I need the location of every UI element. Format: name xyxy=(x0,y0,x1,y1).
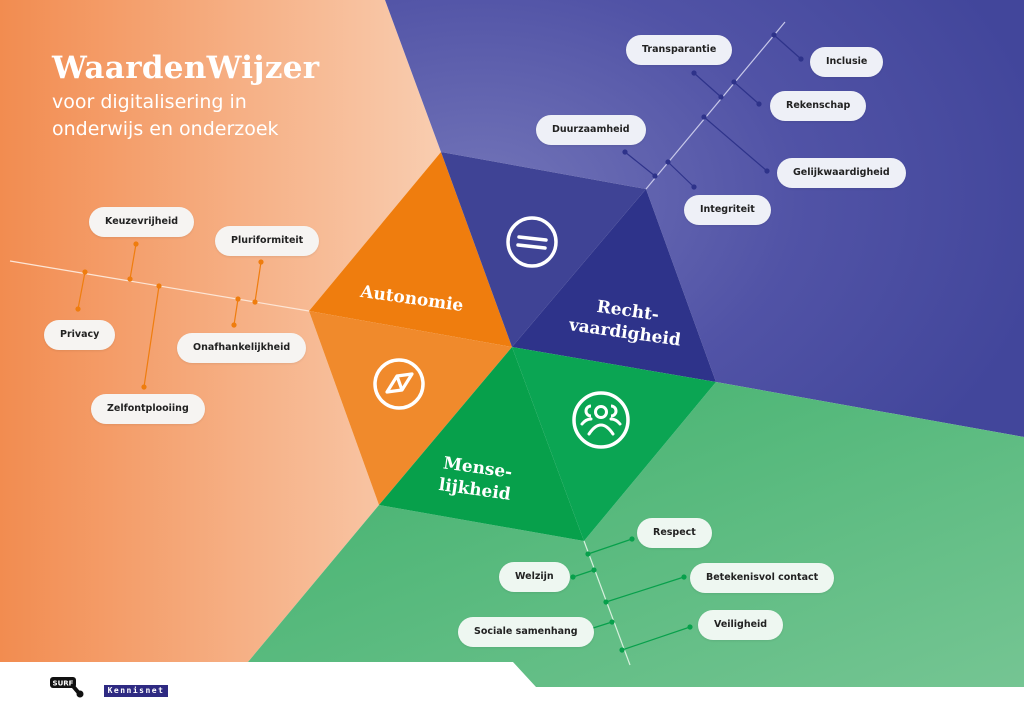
value-keuzevrijheid[interactable]: Keuzevrijheid xyxy=(89,207,195,237)
value-rekenschap[interactable]: Rekenschap xyxy=(770,91,867,121)
value-integriteit[interactable]: Integriteit xyxy=(684,195,771,225)
value-privacy[interactable]: Privacy xyxy=(44,320,116,350)
value-inclusie[interactable]: Inclusie xyxy=(810,47,884,77)
value-transparantie[interactable]: Transparantie xyxy=(626,35,733,65)
page-title: WaardenWijzer xyxy=(52,50,320,86)
surf-logo: SURF xyxy=(50,677,84,698)
value-gelijkwaardigheid[interactable]: Gelijkwaardigheid xyxy=(777,158,906,188)
page-subtitle: voor digitalisering in onderwijs en onde… xyxy=(52,91,279,140)
value-pluriformiteit[interactable]: Pluriformiteit xyxy=(215,226,320,256)
equals-icon xyxy=(506,216,558,268)
surf-logo-text: SURF xyxy=(53,680,74,688)
recht-connectors xyxy=(622,32,804,190)
compass-icon xyxy=(373,358,425,410)
hex-mens-left xyxy=(379,347,584,541)
hex-autonomie-bottom xyxy=(309,311,512,505)
value-sociale-samenhang[interactable]: Sociale samenhang xyxy=(458,617,594,647)
hex-recht-bottom xyxy=(512,189,716,382)
value-respect[interactable]: Respect xyxy=(637,518,712,548)
people-group-icon xyxy=(572,391,630,449)
value-duurzaamheid[interactable]: Duurzaamheid xyxy=(536,115,646,145)
value-betekenisvol-contact[interactable]: Betekenisvol contact xyxy=(690,563,835,593)
mens-connectors xyxy=(570,536,693,653)
value-onafhankelijkheid[interactable]: Onafhankelijkheid xyxy=(177,333,307,363)
value-welzijn[interactable]: Welzijn xyxy=(499,562,570,592)
hex-autonomie-top xyxy=(309,152,512,347)
autonomie-connectors xyxy=(75,241,264,390)
green-region xyxy=(248,382,1024,687)
value-zelfontplooiing[interactable]: Zelfontplooiing xyxy=(91,394,205,424)
value-veiligheid[interactable]: Veiligheid xyxy=(698,610,784,640)
kennisnet-logo: Kennisnet xyxy=(104,685,168,697)
orange-region xyxy=(0,0,441,662)
